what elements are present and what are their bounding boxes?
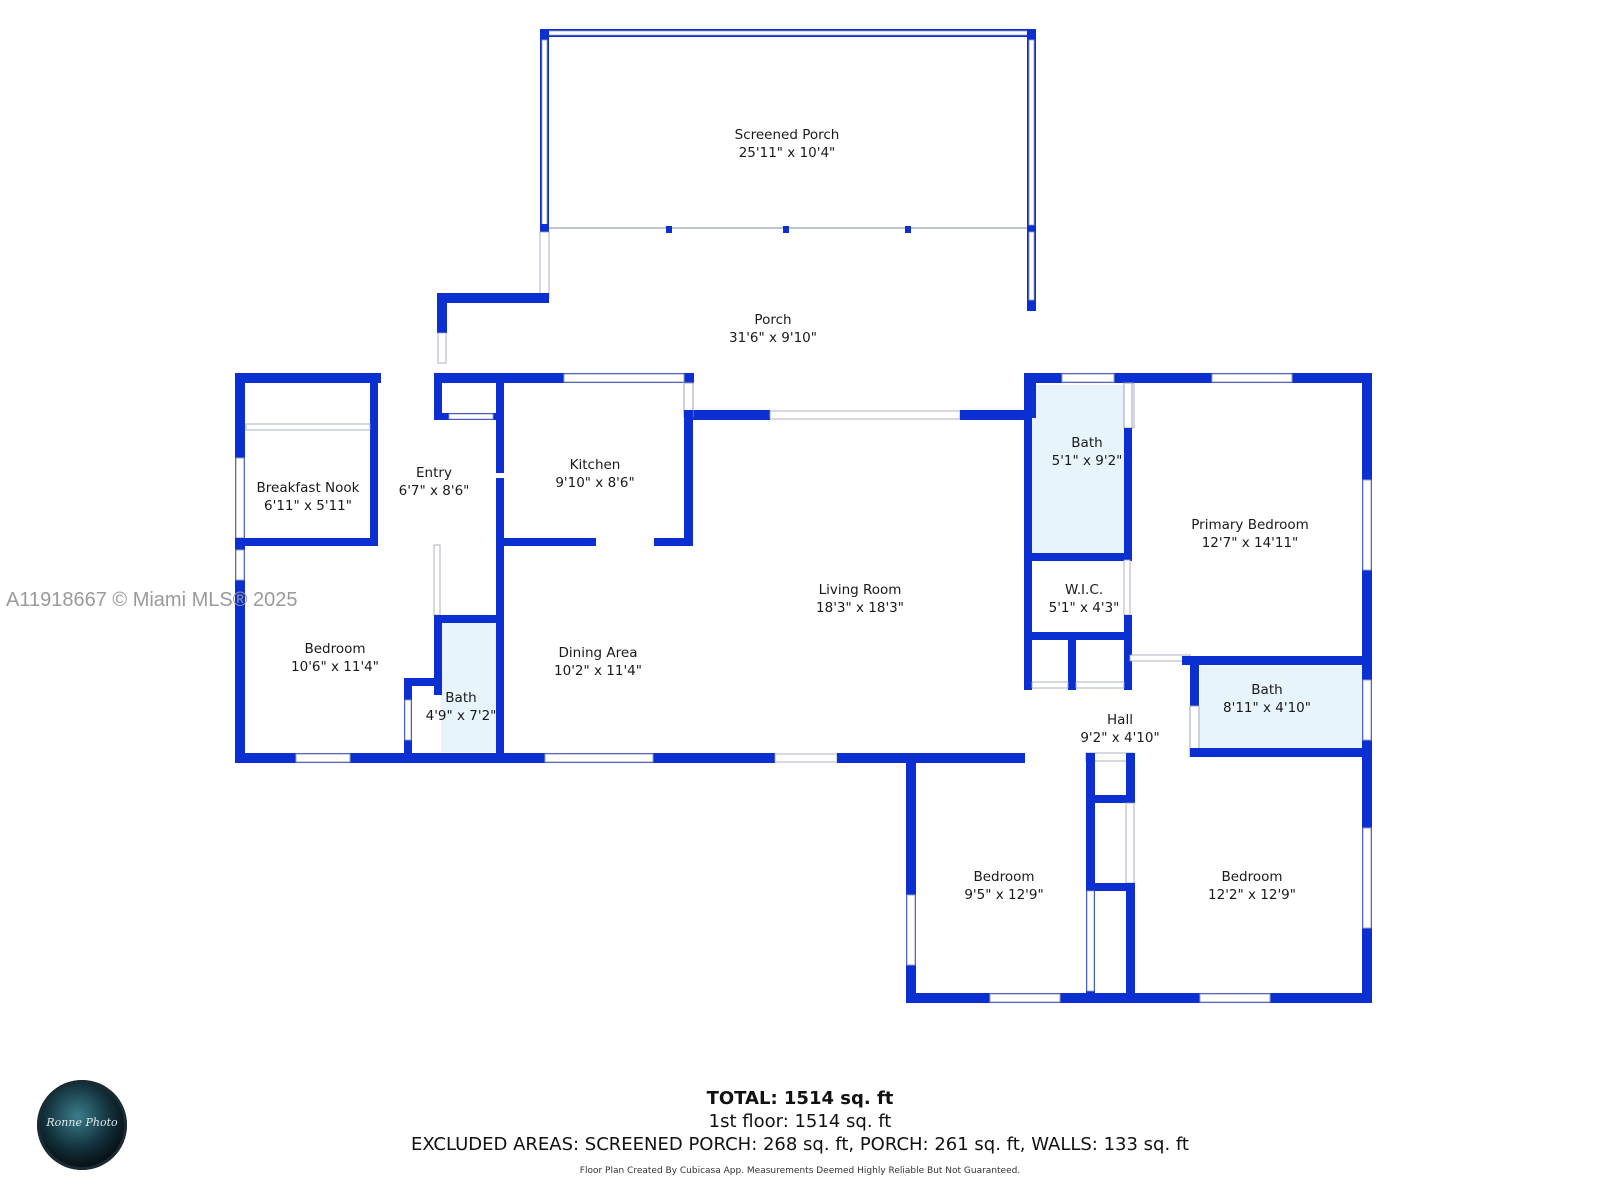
primary-bedroom-dims: 12'7" x 14'11" [1202,535,1299,551]
interior-walls [235,373,1372,1003]
dining-area-name: Dining Area [559,645,638,661]
mls-watermark: A11918667 © Miami MLS® 2025 [6,589,298,611]
bath-1-fill [1032,385,1128,555]
bedroom-south-2-name: Bedroom [1221,869,1282,885]
bath-2-fill [441,622,499,752]
porch-walls [437,231,550,364]
total-area: TOTAL: 1514 sq. ft [706,1088,894,1109]
bedroom-west-dims: 10'6" x 11'4" [291,659,379,675]
hall-dims: 9'2" x 4'10" [1080,730,1159,746]
bedroom-south-1-name: Bedroom [973,869,1034,885]
kitchen-name: Kitchen [570,457,621,473]
living-room-dims: 18'3" x 18'3" [816,600,904,616]
bedroom-south-1-dims: 9'5" x 12'9" [964,887,1043,903]
logo-signature: Ronne Photo [46,1116,118,1129]
screened-porch-frame [540,29,1036,311]
bath-2-dims: 4'9" x 7'2" [426,708,497,724]
wic-name: W.I.C. [1065,582,1103,598]
bath-2-name: Bath [445,690,476,706]
bath-3-dims: 8'11" x 4'10" [1223,700,1311,716]
screened-porch-name: Screened Porch [735,127,840,143]
dining-area-dims: 10'2" x 11'4" [554,663,642,679]
bath-1-name: Bath [1071,435,1102,451]
porch-name: Porch [754,312,791,328]
wic-dims: 5'1" x 4'3" [1049,600,1120,616]
bedroom-west-name: Bedroom [304,641,365,657]
floor-area: 1st floor: 1514 sq. ft [708,1111,892,1132]
photographer-logo: Ronne Photo [37,1080,127,1170]
screened-porch-dims: 25'11" x 10'4" [739,145,836,161]
hall-name: Hall [1107,712,1133,728]
entry-dims: 6'7" x 8'6" [399,483,470,499]
porch-dims: 31'6" x 9'10" [729,330,817,346]
primary-bedroom-name: Primary Bedroom [1191,517,1309,533]
excluded-areas: EXCLUDED AREAS: SCREENED PORCH: 268 sq. … [410,1134,1189,1155]
bedroom-south-2-dims: 12'2" x 12'9" [1208,887,1296,903]
breakfast-nook-dims: 6'11" x 5'11" [264,498,352,514]
bath-3-fill [1200,666,1366,754]
breakfast-nook-name: Breakfast Nook [257,480,360,496]
disclaimer: Floor Plan Created By Cubicasa App. Meas… [579,1166,1021,1176]
room-labels: Screened Porch 25'11" x 10'4" Porch 31'6… [257,127,1311,903]
entry-name: Entry [416,465,452,481]
bath-1-dims: 5'1" x 9'2" [1052,453,1123,469]
living-room-name: Living Room [819,582,902,598]
kitchen-dims: 9'10" x 8'6" [555,475,634,491]
bath-3-name: Bath [1251,682,1282,698]
